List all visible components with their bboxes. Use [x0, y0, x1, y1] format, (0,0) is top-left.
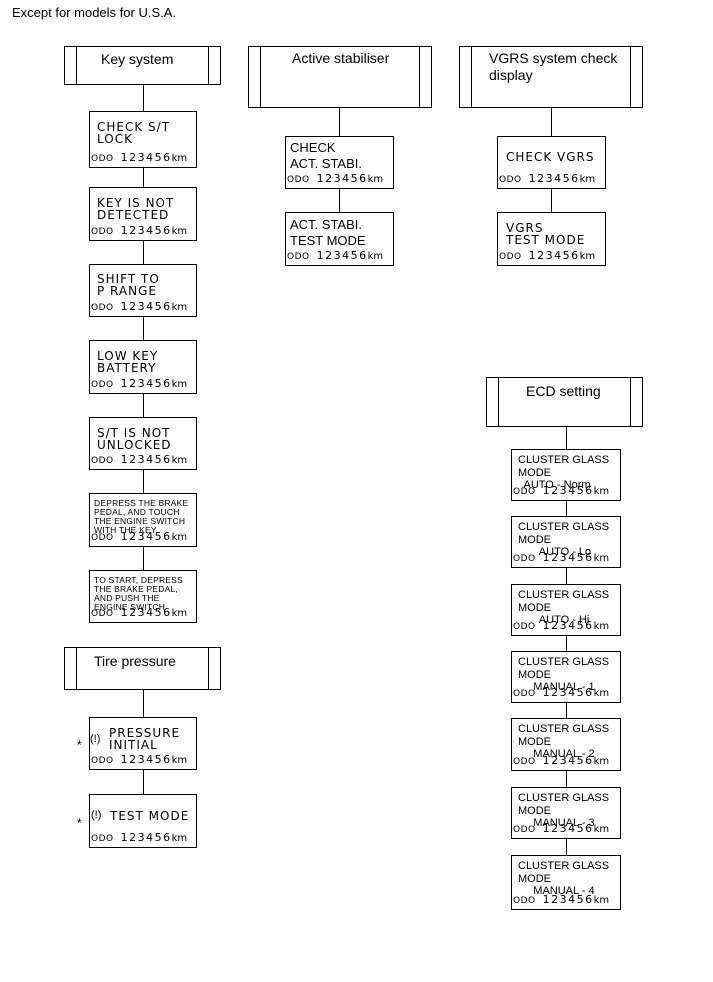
- ecd-setting-header: ECD setting: [486, 377, 643, 427]
- odometer-readout: ODO 123456km: [91, 606, 188, 620]
- display-key-not-detected: KEY IS NOT DETECTED ODO 123456km: [89, 187, 197, 241]
- display-message: TO START, DEPRESS THE BRAKE PEDAL, AND P…: [94, 575, 183, 612]
- odometer-readout: ODO 123456km: [91, 831, 188, 845]
- display-tire-test-mode: (!) TEST MODE ODO 123456km: [89, 794, 197, 848]
- display-message: CLUSTER GLASS MODE MANUAL - 2: [518, 723, 610, 760]
- display-message: S/T IS NOT UNLOCKED: [97, 426, 172, 452]
- display-message: LOW KEY BATTERY: [97, 349, 159, 375]
- display-ecd-auto-hi: CLUSTER GLASS MODE AUTO - Hi ODO 123456k…: [511, 584, 621, 636]
- display-message: CLUSTER GLASS MODE MANUAL - 3: [518, 792, 610, 829]
- display-message: CHECK ACT. STABI.: [290, 140, 362, 171]
- odometer-readout: ODO 123456km: [513, 754, 610, 768]
- display-message: TEST MODE: [110, 809, 190, 823]
- odometer-readout: ODO 123456km: [513, 619, 610, 633]
- display-ecd-manual-1: CLUSTER GLASS MODE MANUAL - 1 ODO 123456…: [511, 651, 621, 703]
- display-shift-to-p: SHIFT TO P RANGE ODO 123456km: [89, 264, 197, 317]
- ecd-setting-title: ECD setting: [526, 383, 601, 399]
- odometer-readout: ODO 123456km: [91, 530, 188, 544]
- vgrs-header: VGRS system check display: [459, 46, 643, 108]
- display-message: CLUSTER GLASS MODE MANUAL - 4: [518, 860, 610, 897]
- key-system-header: Key system: [64, 46, 221, 85]
- odometer-readout: ODO 123456km: [513, 551, 610, 565]
- display-message: CHECK VGRS: [506, 150, 595, 164]
- tire-pressure-header: Tire pressure: [64, 647, 221, 690]
- odometer-readout: ODO 123456km: [91, 377, 188, 391]
- tire-pressure-warning-icon: (!): [91, 809, 102, 821]
- page-note: Except for models for U.S.A.: [12, 5, 177, 20]
- display-depress-brake-touch: DEPRESS THE BRAKE PEDAL, AND TOUCH THE E…: [89, 493, 197, 547]
- display-message: CLUSTER GLASS MODE AUTO - Lo: [518, 521, 610, 558]
- display-message: KEY IS NOT DETECTED: [97, 196, 175, 222]
- display-act-stabi-test-mode: ACT. STABI. TEST MODE ODO 123456km: [285, 212, 394, 266]
- display-message: SHIFT TO P RANGE: [97, 272, 160, 298]
- display-message: CHECK S/T LOCK: [97, 120, 171, 146]
- odometer-readout: ODO 123456km: [287, 249, 384, 263]
- display-message: VGRS TEST MODE: [506, 221, 586, 247]
- display-st-not-unlocked: S/T IS NOT UNLOCKED ODO 123456km: [89, 417, 197, 470]
- display-check-st-lock: CHECK S/T LOCK ODO 123456km: [89, 111, 197, 168]
- odometer-readout: ODO 123456km: [513, 822, 610, 836]
- active-stabiliser-title: Active stabiliser: [292, 50, 390, 66]
- odometer-readout: ODO 123456km: [513, 893, 610, 907]
- display-ecd-auto-lo: CLUSTER GLASS MODE AUTO - Lo ODO 123456k…: [511, 516, 621, 568]
- display-message: CLUSTER GLASS MODE AUTO - Norm: [518, 454, 610, 491]
- odometer-readout: ODO 123456km: [513, 484, 610, 498]
- display-message: DEPRESS THE BRAKE PEDAL, AND TOUCH THE E…: [94, 498, 189, 535]
- odometer-readout: ODO 123456km: [499, 172, 596, 186]
- display-vgrs-test-mode: VGRS TEST MODE ODO 123456km: [497, 212, 606, 266]
- odometer-readout: ODO 123456km: [91, 453, 188, 467]
- display-ecd-manual-2: CLUSTER GLASS MODE MANUAL - 2 ODO 123456…: [511, 718, 621, 771]
- display-ecd-manual-4: CLUSTER GLASS MODE MANUAL - 4 ODO 123456…: [511, 855, 621, 910]
- odometer-readout: ODO 123456km: [91, 300, 188, 314]
- odometer-readout: ODO 123456km: [513, 686, 610, 700]
- odometer-readout: ODO 123456km: [499, 249, 596, 263]
- display-message: CLUSTER GLASS MODE MANUAL - 1: [518, 656, 610, 693]
- display-message: CLUSTER GLASS MODE AUTO - Hi: [518, 589, 610, 626]
- vgrs-title: VGRS system check display: [489, 50, 618, 83]
- odometer-readout: ODO 123456km: [287, 172, 384, 186]
- key-system-title: Key system: [101, 51, 174, 67]
- tire-pressure-title: Tire pressure: [94, 653, 176, 669]
- display-message: ACT. STABI. TEST MODE: [290, 217, 366, 248]
- display-check-vgrs: CHECK VGRS ODO 123456km: [497, 136, 606, 189]
- display-pressure-initial: (!) PRESSURE INITIAL ODO 123456km: [89, 717, 197, 770]
- tire-pressure-warning-icon: (!): [90, 733, 101, 745]
- display-check-act-stabi: CHECK ACT. STABI. ODO 123456km: [285, 136, 394, 189]
- odometer-readout: ODO 123456km: [91, 151, 188, 165]
- odometer-readout: ODO 123456km: [91, 224, 188, 238]
- display-to-start-push: TO START, DEPRESS THE BRAKE PEDAL, AND P…: [89, 570, 197, 623]
- display-low-key-battery: LOW KEY BATTERY ODO 123456km: [89, 340, 197, 394]
- display-ecd-auto-norm: CLUSTER GLASS MODE AUTO - Norm ODO 12345…: [511, 449, 621, 501]
- display-ecd-manual-3: CLUSTER GLASS MODE MANUAL - 3 ODO 123456…: [511, 787, 621, 839]
- odometer-readout: ODO 123456km: [91, 753, 188, 767]
- footnote-star: *: [77, 816, 82, 830]
- footnote-star: *: [77, 738, 82, 752]
- display-message: PRESSURE INITIAL: [109, 726, 181, 752]
- active-stabiliser-header: Active stabiliser: [248, 46, 432, 108]
